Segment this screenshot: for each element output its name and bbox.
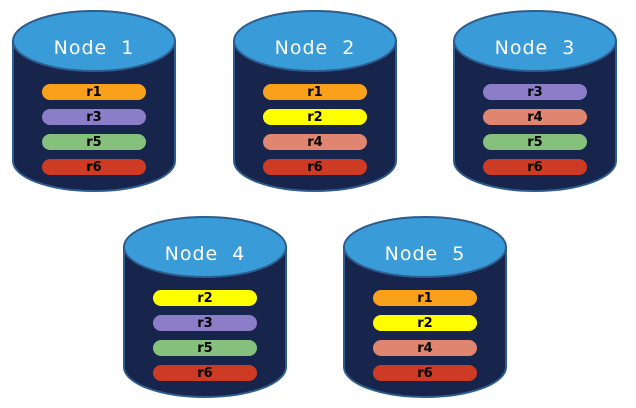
replica-label: r1: [417, 290, 433, 306]
replica-label: r4: [417, 340, 433, 356]
replica-label: r3: [197, 315, 213, 331]
replica-stack: r3 r4 r5 r6: [452, 84, 618, 175]
replica-label: r6: [86, 159, 102, 175]
replica-label: r3: [527, 84, 543, 100]
replica-label: r6: [527, 159, 543, 175]
replica-label: r4: [307, 134, 323, 150]
replica-label: r1: [307, 84, 323, 100]
replica-label: r6: [197, 365, 213, 381]
replica-stack: r1 r3 r5 r6: [11, 84, 177, 175]
cylinder-shape: [343, 216, 507, 398]
replica-label: r6: [307, 159, 323, 175]
replica-label: r3: [86, 109, 102, 125]
replica-bar[interactable]: r1: [373, 290, 477, 306]
replica-bar[interactable]: r4: [263, 134, 367, 150]
replica-bar[interactable]: r5: [483, 134, 587, 150]
replica-bar[interactable]: r4: [373, 340, 477, 356]
replica-bar[interactable]: r1: [263, 84, 367, 100]
replica-bar[interactable]: r5: [42, 134, 146, 150]
replica-bar[interactable]: r4: [483, 109, 587, 125]
replica-bar[interactable]: r2: [153, 290, 257, 306]
replica-label: r6: [417, 365, 433, 381]
replica-bar[interactable]: r5: [153, 340, 257, 356]
replica-bar[interactable]: r1: [42, 84, 146, 100]
replica-bar[interactable]: r2: [263, 109, 367, 125]
cylinder-top-ellipse: [12, 10, 176, 72]
replica-label: r2: [417, 315, 433, 331]
replica-label: r1: [86, 84, 102, 100]
replica-label: r4: [527, 109, 543, 125]
cylinder-top-ellipse: [343, 216, 507, 278]
replica-bar[interactable]: r6: [373, 365, 477, 381]
replica-bar[interactable]: r3: [483, 84, 587, 100]
replica-stack: r1 r2 r4 r6: [232, 84, 398, 175]
cylinder-top-ellipse: [123, 216, 287, 278]
replica-bar[interactable]: r3: [42, 109, 146, 125]
replica-bar[interactable]: r6: [42, 159, 146, 175]
replica-bar[interactable]: r6: [153, 365, 257, 381]
replica-label: r2: [197, 290, 213, 306]
replica-label: r2: [307, 109, 323, 125]
replica-stack: r1 r2 r4 r6: [342, 290, 508, 381]
replica-bar[interactable]: r6: [263, 159, 367, 175]
cylinder-top-ellipse: [453, 10, 617, 72]
replica-label: r5: [197, 340, 213, 356]
replica-bar[interactable]: r6: [483, 159, 587, 175]
replica-label: r5: [527, 134, 543, 150]
replica-stack: r2 r3 r5 r6: [122, 290, 288, 381]
cylinder-top-ellipse: [233, 10, 397, 72]
replica-bar[interactable]: r3: [153, 315, 257, 331]
replica-bar[interactable]: r2: [373, 315, 477, 331]
replica-label: r5: [86, 134, 102, 150]
